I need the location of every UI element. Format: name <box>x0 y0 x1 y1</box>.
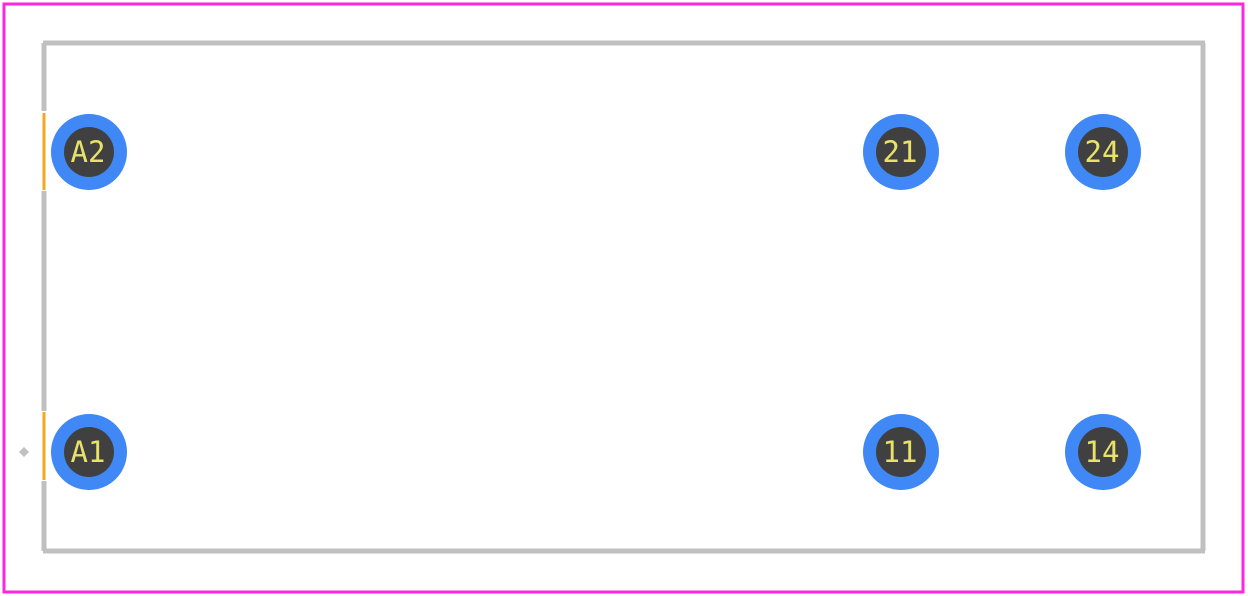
pad-a2: A2 <box>51 114 127 190</box>
pad-hole <box>1078 127 1128 177</box>
pad-label: A2 <box>71 135 106 169</box>
pad-label: A1 <box>71 435 106 469</box>
pad-label: 24 <box>1085 135 1120 169</box>
pad-hole <box>876 427 926 477</box>
pad-label: 11 <box>883 435 918 469</box>
pad-hole <box>64 127 114 177</box>
pad-a1: A1 <box>51 414 127 490</box>
pad-label: 21 <box>883 135 918 169</box>
pin1-indicator <box>19 447 29 457</box>
pad-21: 21 <box>863 114 939 190</box>
pad-hole <box>64 427 114 477</box>
pad-hole <box>1078 427 1128 477</box>
pad-hole <box>876 127 926 177</box>
pad-label: 14 <box>1085 435 1120 469</box>
pad-11: 11 <box>863 414 939 490</box>
pad-14: 14 <box>1065 414 1141 490</box>
silkscreen-outline <box>41 40 1206 554</box>
pad-24: 24 <box>1065 114 1141 190</box>
